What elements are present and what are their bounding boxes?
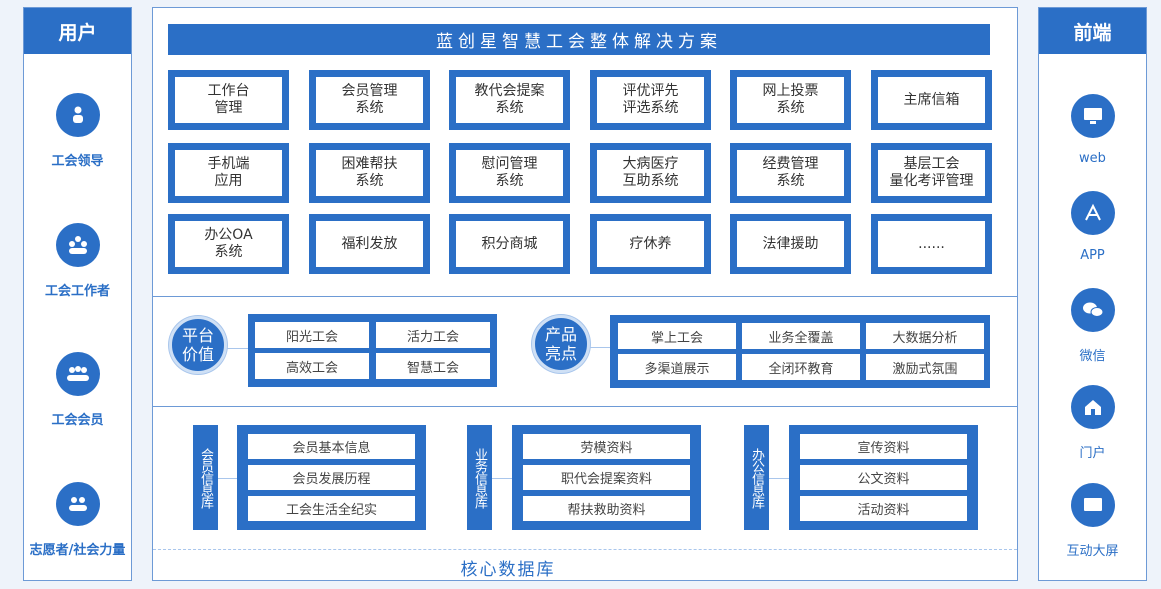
connector [492, 478, 512, 479]
system-label[interactable]: 积分商城 [456, 221, 563, 267]
database-item: 劳模资料 [523, 434, 690, 459]
user-item-member: 工会会员 [24, 352, 131, 428]
connector [220, 348, 250, 349]
dashed-line [153, 549, 1017, 550]
system-box: 会员管理 系统 [309, 70, 430, 130]
frontend-item-web: web [1039, 94, 1146, 166]
database-item: 公文资料 [800, 465, 967, 490]
core-db-label: 核心数据库 [460, 560, 556, 580]
volunteers-icon [55, 482, 100, 526]
highlight-item: 业务全覆盖 [742, 323, 860, 349]
frontend-panel: 前端 web APP 微信 门户 互动大屏 [1038, 7, 1147, 581]
connector [769, 478, 789, 479]
platform-value-badge: 平台 价值 [169, 316, 227, 374]
system-box: 工作台 管理 [168, 70, 289, 130]
highlights-badge: 产品 亮点 [532, 315, 590, 373]
app-store-icon [1070, 191, 1115, 235]
system-box: 慰问管理 系统 [449, 143, 570, 203]
database-item: 活动资料 [800, 496, 967, 521]
highlight-item: 大数据分析 [866, 323, 984, 349]
system-label[interactable]: 主席信箱 [878, 77, 985, 123]
system-box: 福利发放 [309, 214, 430, 274]
frontend-header: 前端 [1039, 8, 1146, 54]
system-box: 积分商城 [449, 214, 570, 274]
system-label[interactable]: 工作台 管理 [175, 77, 282, 123]
screen-icon [1070, 483, 1115, 527]
database-item: 工会生活全纪实 [248, 496, 415, 521]
system-box: 评优评先 评选系统 [590, 70, 711, 130]
system-label[interactable]: 经费管理 系统 [737, 150, 844, 196]
system-label[interactable]: 福利发放 [316, 221, 423, 267]
solution-title: 蓝创星智慧工会整体解决方案 [168, 24, 990, 55]
database-item: 会员基本信息 [248, 434, 415, 459]
highlight-item: 全闭环教育 [742, 354, 860, 380]
frontend-item-portal: 门户 [1039, 385, 1146, 461]
system-label[interactable]: 基层工会 量化考评管理 [878, 150, 985, 196]
system-box: 疗休养 [590, 214, 711, 274]
highlight-item: 激励式氛围 [866, 354, 984, 380]
database-item: 帮扶救助资料 [523, 496, 690, 521]
worker-group-icon [55, 223, 100, 267]
frontend-item-app: APP [1039, 191, 1146, 263]
system-box: 主席信箱 [871, 70, 992, 130]
frontend-item-wechat: 微信 [1039, 288, 1146, 364]
members-icon [55, 352, 100, 396]
user-item-worker: 工会工作者 [24, 223, 131, 299]
database-item: 会员发展历程 [248, 465, 415, 490]
home-icon [1070, 385, 1115, 429]
user-item-leader: 工会领导 [24, 93, 131, 169]
wechat-icon [1070, 288, 1115, 332]
system-label[interactable]: 手机端 应用 [175, 150, 282, 196]
system-label[interactable]: 教代会提案 系统 [456, 77, 563, 123]
system-label[interactable]: 网上投票 系统 [737, 77, 844, 123]
connector [218, 478, 237, 479]
platform-value-item: 高效工会 [255, 353, 369, 379]
frontend-item-screen: 互动大屏 [1039, 483, 1146, 559]
system-box: 基层工会 量化考评管理 [871, 143, 992, 203]
system-label[interactable]: 慰问管理 系统 [456, 150, 563, 196]
connector [585, 347, 612, 348]
system-box: 困难帮扶 系统 [309, 143, 430, 203]
user-item-volunteer: 志愿者/社会力量 [24, 482, 131, 558]
platform-value-item: 阳光工会 [255, 322, 369, 348]
database-title: 会员信息库 [193, 425, 218, 530]
divider [153, 296, 1017, 297]
platform-value-item: 智慧工会 [376, 353, 490, 379]
users-header: 用户 [24, 8, 131, 54]
system-box: 大病医疗 互助系统 [590, 143, 711, 203]
database-item: 宣传资料 [800, 434, 967, 459]
system-label[interactable]: 疗休养 [597, 221, 704, 267]
system-label[interactable]: 会员管理 系统 [316, 77, 423, 123]
database-item: 职代会提案资料 [523, 465, 690, 490]
system-box: 经费管理 系统 [730, 143, 851, 203]
highlight-item: 掌上工会 [618, 323, 736, 349]
system-label[interactable]: 评优评先 评选系统 [597, 77, 704, 123]
divider [153, 406, 1017, 407]
system-box: 教代会提案 系统 [449, 70, 570, 130]
system-box: 网上投票 系统 [730, 70, 851, 130]
highlight-item: 多渠道展示 [618, 354, 736, 380]
database-title: 业务信息库 [467, 425, 492, 530]
system-label[interactable]: 法律援助 [737, 221, 844, 267]
system-box: 办公OA 系统 [168, 214, 289, 274]
leader-icon [55, 93, 100, 137]
system-label[interactable]: ...... [878, 221, 985, 267]
system-label[interactable]: 大病医疗 互助系统 [597, 150, 704, 196]
system-box: 手机端 应用 [168, 143, 289, 203]
system-label[interactable]: 办公OA 系统 [175, 221, 282, 267]
monitor-icon [1070, 94, 1115, 138]
system-box: ...... [871, 214, 992, 274]
database-title: 办公信息库 [744, 425, 769, 530]
platform-value-item: 活力工会 [376, 322, 490, 348]
system-label[interactable]: 困难帮扶 系统 [316, 150, 423, 196]
system-box: 法律援助 [730, 214, 851, 274]
users-panel: 用户 工会领导 工会工作者 工会会员 志愿者/社会力量 [23, 7, 132, 581]
